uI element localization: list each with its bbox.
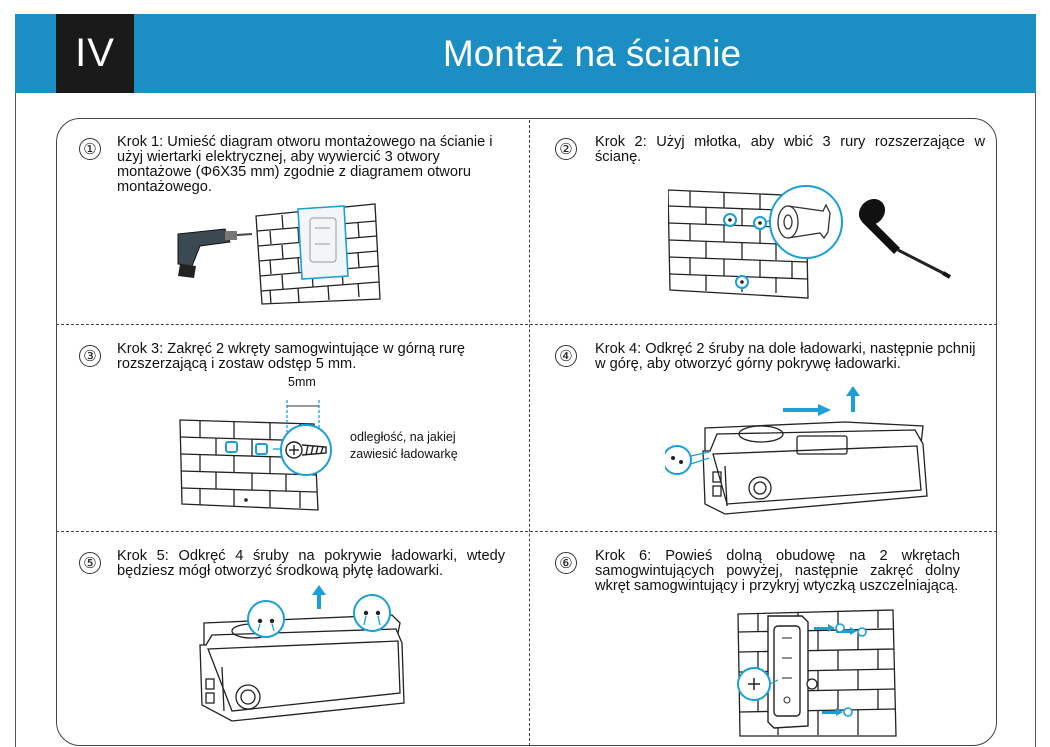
step-4-illustration xyxy=(665,386,928,515)
step-3-illustration xyxy=(179,400,332,511)
section-number: IV xyxy=(56,14,134,93)
hang-note-line-2: zawiesić ładowarkę xyxy=(350,447,458,461)
step-6-number: ⑥ xyxy=(555,552,577,574)
column-divider xyxy=(529,120,530,746)
step-5-text: Krok 5: Odkręć 4 śruby na pokrywie ładow… xyxy=(117,548,505,579)
step-1-illustration xyxy=(177,203,381,305)
step-1-text: Krok 1: Umieść diagram otworu montażoweg… xyxy=(117,134,493,195)
step-6-text: Krok 6: Powieś dolną obudowę na 2 wkręta… xyxy=(595,548,960,594)
gap-label: 5mm xyxy=(288,375,316,389)
row-divider-2 xyxy=(56,531,997,532)
step-3-number: ③ xyxy=(79,345,101,367)
step-4-number: ④ xyxy=(555,345,577,367)
step-5-illustration xyxy=(199,585,405,722)
section-title: Montaż na ścianie xyxy=(442,32,742,74)
step-2-number: ② xyxy=(555,138,577,160)
step-5-number: ⑤ xyxy=(79,552,101,574)
row-divider-1 xyxy=(56,324,997,325)
step-2-illustration xyxy=(668,185,951,299)
section-header xyxy=(15,14,1036,93)
steps-panel xyxy=(56,118,997,746)
step-2-text: Krok 2: Użyj młotka, aby wbić 3 rury roz… xyxy=(595,134,985,165)
hang-note-line-1: odległość, na jakiej xyxy=(350,430,456,444)
step-1-number: ① xyxy=(79,138,101,160)
step-6-illustration xyxy=(737,609,897,737)
step-3-text: Krok 3: Zakręć 2 wkręty samogwintujące w… xyxy=(117,341,465,372)
step-4-text: Krok 4: Odkręć 2 śruby na dole ładowarki… xyxy=(595,341,976,372)
